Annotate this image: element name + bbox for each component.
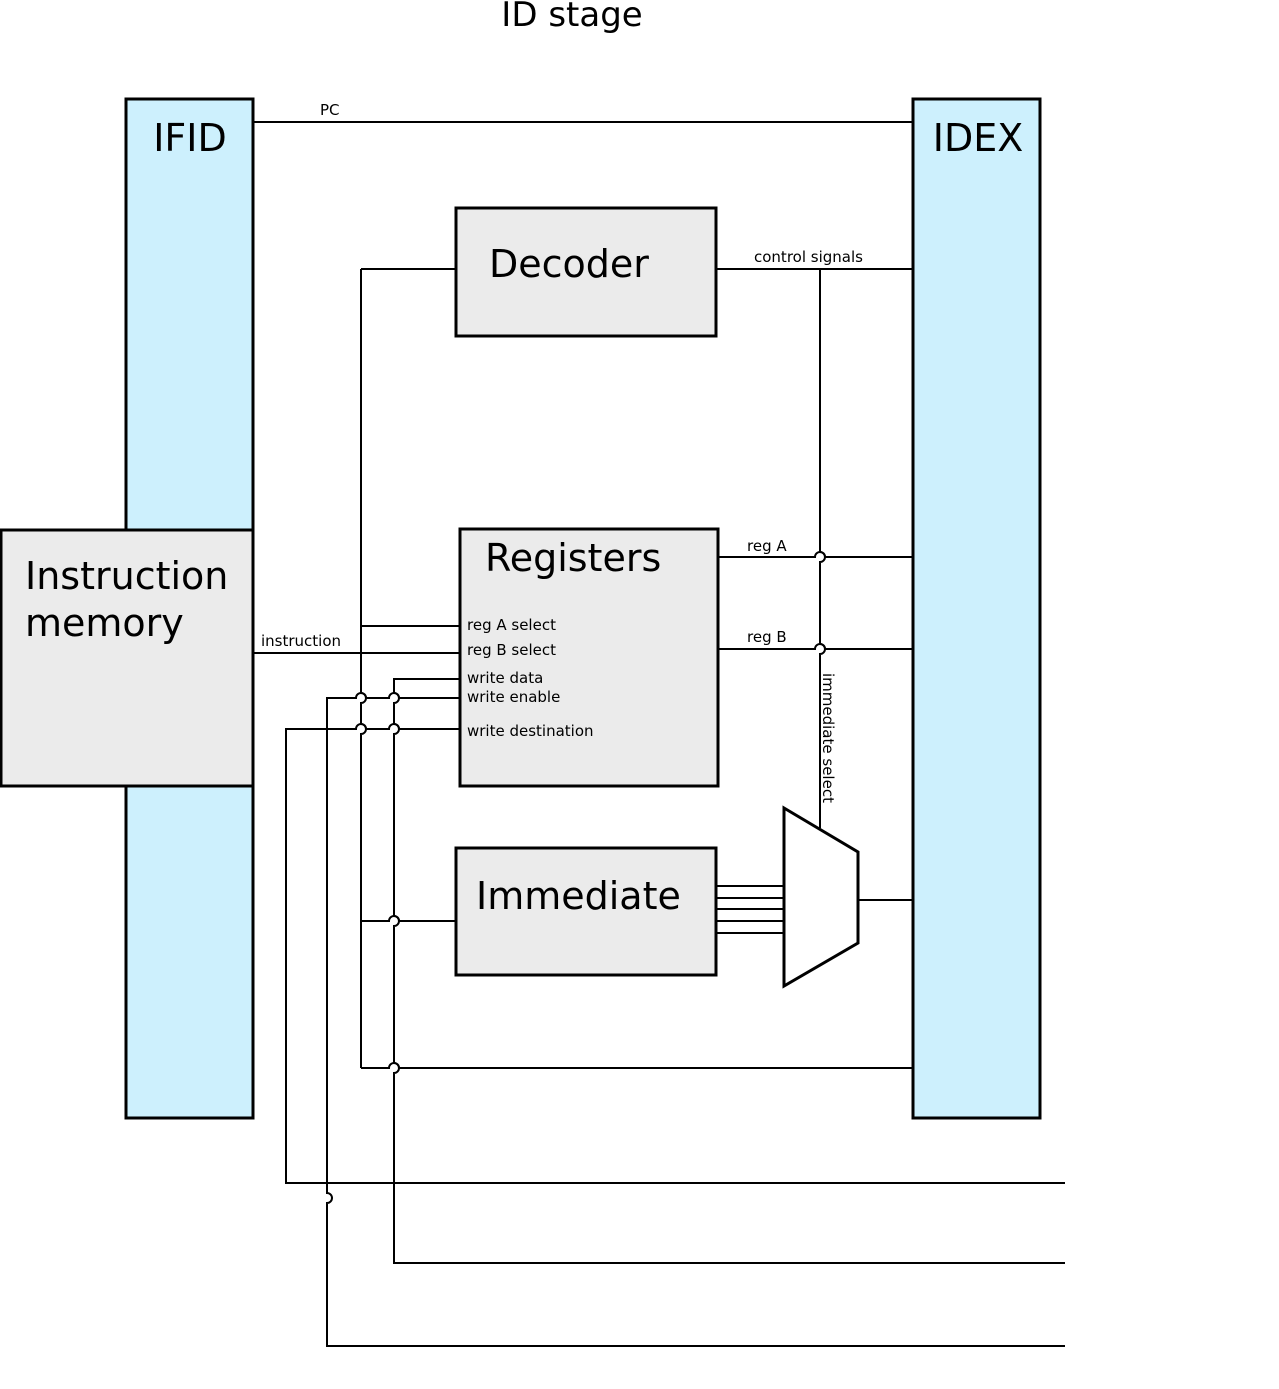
- write-enable-wire: [326, 692, 1065, 1347]
- write-data-wire: [393, 678, 1065, 1264]
- immediate-mux: [782, 805, 860, 989]
- ifid-label: IFID: [153, 116, 227, 160]
- port-reg-a-select: reg A select: [467, 616, 556, 634]
- instruction-memory-label-line2: memory: [25, 601, 184, 645]
- reg-a-wire: [718, 551, 913, 558]
- immediate-label: Immediate: [476, 874, 681, 918]
- idex-register: [911, 97, 1042, 1120]
- instruction-memory-label-line1: Instruction: [25, 554, 228, 598]
- instruction-label: instruction: [261, 632, 341, 650]
- control-signals-label: control signals: [754, 248, 863, 266]
- instruction-memory-block: [0, 528, 255, 788]
- immediate-block: [454, 846, 718, 977]
- decoder-block: [454, 206, 718, 338]
- registers-label: Registers: [485, 536, 661, 580]
- write-destination-wire: [285, 723, 1065, 1184]
- registers-block: [458, 527, 720, 788]
- port-write-data: write data: [467, 669, 543, 687]
- port-write-destination: write destination: [467, 722, 594, 740]
- diagram-title: ID stage: [501, 0, 642, 35]
- port-reg-b-select: reg B select: [467, 641, 556, 659]
- bus-to-immediate: [361, 915, 456, 922]
- idex-label: IDEX: [933, 116, 1024, 160]
- reg-a-label: reg A: [747, 537, 787, 555]
- reg-b-wire: [718, 643, 913, 650]
- bus-to-idex: [361, 1062, 913, 1069]
- decoder-label: Decoder: [489, 242, 649, 286]
- instruction-bus: [360, 269, 367, 1068]
- immediate-select-label: immediate select: [819, 673, 837, 803]
- pc-label: PC: [320, 101, 340, 119]
- port-write-enable: write enable: [467, 688, 560, 706]
- reg-b-label: reg B: [747, 628, 787, 646]
- immediate-bus-wires: [716, 885, 784, 934]
